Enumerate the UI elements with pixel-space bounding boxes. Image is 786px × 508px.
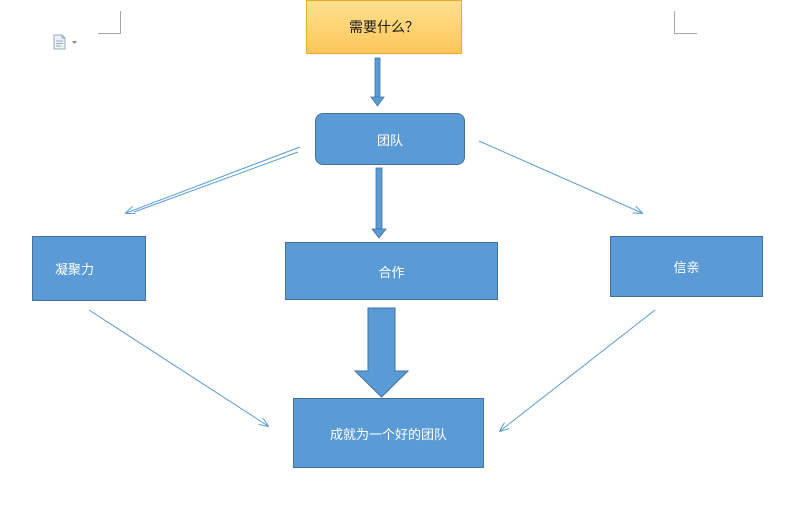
document-icon (53, 34, 77, 50)
arrow-question-to-team (370, 57, 385, 107)
trust-box[interactable]: 信亲 (610, 236, 763, 297)
question-label: 需要什么？ (349, 20, 419, 36)
arrow-team-to-cooperation (371, 167, 387, 239)
cooperation-label: 合作 (378, 265, 405, 281)
arrow-cohesion-to-result (88, 309, 268, 426)
arrow-cooperation-to-result (353, 307, 410, 398)
team-label: 团队 (376, 133, 403, 149)
document-options-button[interactable] (52, 34, 80, 50)
cohesion-box[interactable]: 凝聚力 (32, 236, 146, 301)
result-label: 成就为一个好的团队 (329, 427, 447, 443)
question-box[interactable]: 需要什么？ (306, 0, 462, 54)
arrow-team-to-cohesion (126, 146, 301, 213)
page-corner-mark-right (674, 11, 697, 34)
caret-down-icon (72, 41, 77, 44)
team-box[interactable]: 团队 (315, 113, 465, 165)
page-corner-mark-left (98, 11, 121, 34)
arrow-trust-to-result (500, 309, 656, 431)
cooperation-box[interactable]: 合作 (285, 242, 498, 300)
cohesion-label: 凝聚力 (55, 263, 95, 278)
arrow-team-to-trust (478, 140, 642, 213)
trust-label: 信亲 (673, 261, 700, 276)
result-box[interactable]: 成就为一个好的团队 (293, 398, 484, 468)
